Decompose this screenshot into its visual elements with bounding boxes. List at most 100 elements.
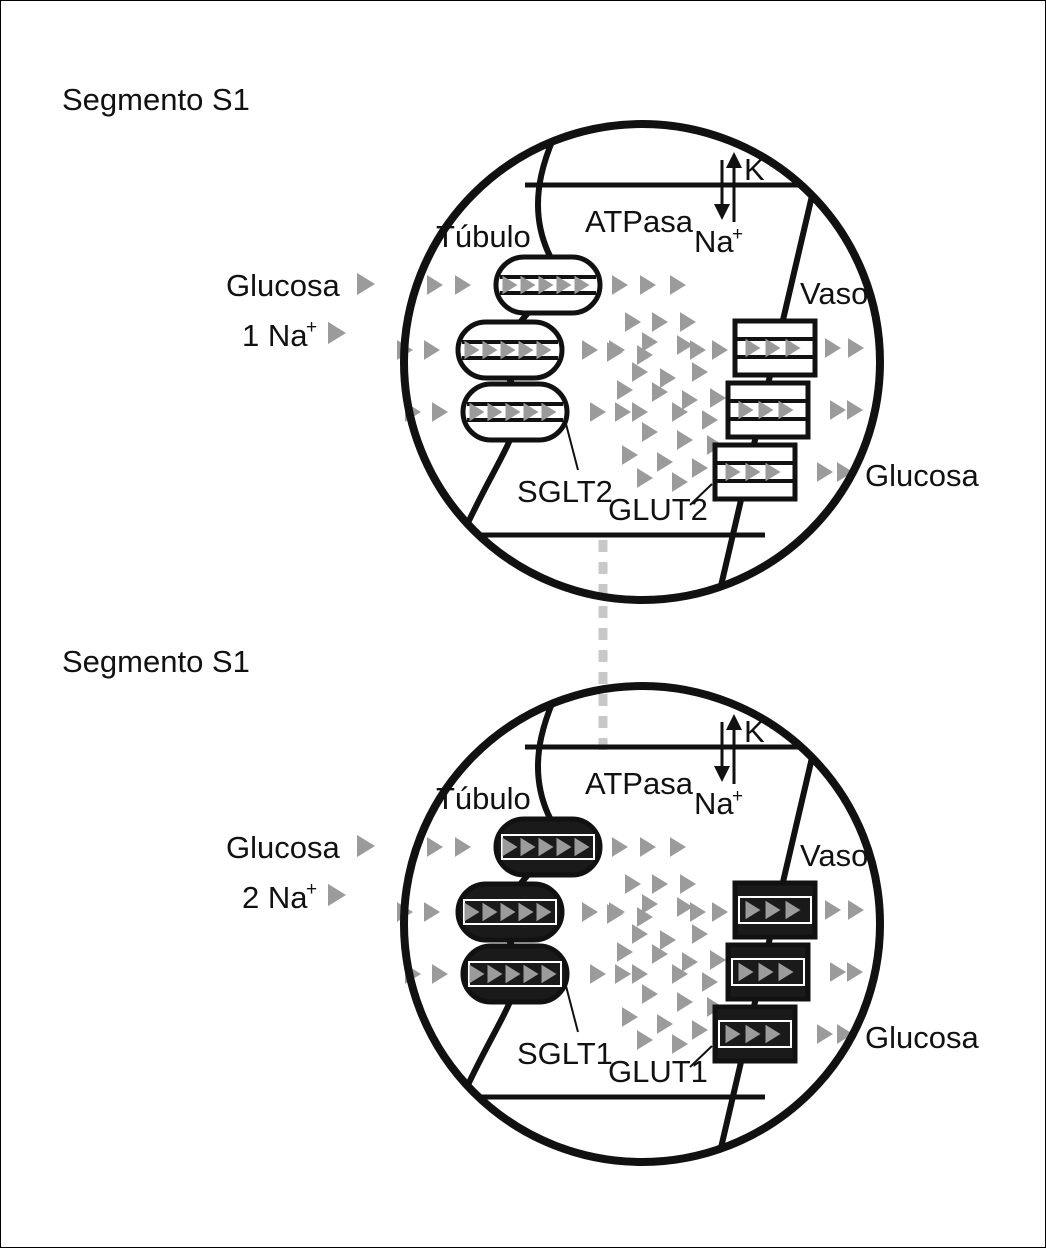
exit-arrow [847, 962, 863, 982]
atpasa-label: ATPasa [585, 204, 694, 239]
flow-arrow [590, 402, 606, 422]
cytoplasm-arrow [680, 312, 696, 332]
transport-arrow [520, 837, 536, 857]
glut-leader [689, 483, 713, 506]
cytoplasm-arrow [672, 402, 688, 422]
cytoplasm-arrow [637, 345, 653, 365]
atpasa-label: ATPasa [585, 766, 694, 801]
cytoplasm-arrow [617, 380, 633, 400]
cytoplasm-arrow [672, 1034, 688, 1054]
transport-arrow [505, 964, 521, 984]
cytoplasm-arrow [652, 944, 668, 964]
cytoplasm-arrow [692, 458, 708, 478]
sglt-leader [565, 985, 579, 1033]
transport-arrow [778, 400, 794, 420]
transport-arrow [520, 275, 536, 295]
cytoplasm-arrow [710, 388, 726, 408]
cytoplasm-arrow [625, 874, 641, 894]
transport-arrow [745, 900, 761, 920]
transport-arrow [464, 902, 480, 922]
transport-arrow [738, 400, 754, 420]
transport-arrow [541, 402, 557, 422]
cytoplasm-arrow [652, 312, 668, 332]
na-out-arrow [714, 204, 730, 220]
cytoplasm-arrow [710, 950, 726, 970]
flow-arrow [432, 964, 448, 984]
flow-arrow [640, 275, 656, 295]
sglt-label: SGLT2 [517, 474, 613, 509]
k-in-arrow [726, 152, 742, 168]
k-label: K [744, 714, 765, 749]
transport-arrow [518, 340, 534, 360]
sglt-leader [565, 423, 579, 471]
cytoplasm-arrow [632, 964, 648, 984]
glut-channel [718, 1020, 792, 1048]
glucosa-output-label: Glucosa [865, 1020, 979, 1055]
transport-arrow [538, 275, 554, 295]
flow-arrow [670, 275, 686, 295]
transport-arrow [738, 962, 754, 982]
vaso-label: Vaso [800, 276, 868, 311]
segment-title: Segmento S1 [62, 644, 250, 679]
flow-arrow [427, 837, 443, 857]
cytoplasm-arrow [677, 335, 693, 355]
transport-arrow [482, 340, 498, 360]
glut-label: GLUT1 [608, 1054, 708, 1089]
na-plus: + [732, 224, 743, 245]
transport-arrow [785, 338, 801, 358]
glut-leader [689, 1045, 713, 1068]
exit-arrow [817, 1024, 833, 1044]
k-in-arrow [726, 714, 742, 730]
transport-arrow [469, 402, 485, 422]
flow-arrow [612, 837, 628, 857]
cytoplasm-arrow [702, 410, 718, 430]
flow-arrow [609, 902, 625, 922]
flow-arrow [424, 340, 440, 360]
transport-arrow [745, 462, 761, 482]
cytoplasm-arrow [660, 930, 676, 950]
transport-arrow [541, 964, 557, 984]
cytoplasm-arrow [642, 984, 658, 1004]
panel-2: Segmento S1K+Na+ATPasaTúbuloVasoGlucosa2… [62, 644, 979, 1166]
glut-transporter [732, 880, 818, 940]
transport-arrow [502, 837, 518, 857]
cell-interior [457, 686, 821, 1153]
transport-arrow [765, 900, 781, 920]
sglt-transporter [455, 319, 565, 381]
glut-transporter [725, 380, 811, 440]
flow-arrow [670, 837, 686, 857]
cell-boundary [400, 682, 884, 1166]
glut-channel [731, 958, 805, 986]
na-input-label: 2 Na [242, 880, 308, 915]
cytoplasm-arrow [677, 992, 693, 1012]
flow-arrow [590, 964, 606, 984]
transport-arrow [574, 275, 590, 295]
transport-arrow [523, 402, 539, 422]
transport-arrow [482, 902, 498, 922]
flow-arrow [582, 902, 598, 922]
cytoplasm-arrow [632, 402, 648, 422]
cell-boundary [400, 120, 884, 604]
cytoplasm-arrow [677, 897, 693, 917]
flow-arrow [712, 340, 728, 360]
cytoplasm-arrow [642, 422, 658, 442]
sglt-transporter [493, 816, 603, 878]
glut-transporter [732, 318, 818, 378]
na-input-arrow [328, 321, 346, 345]
na-plus: + [732, 786, 743, 807]
transport-arrow [765, 462, 781, 482]
na-input-plus: + [306, 317, 317, 338]
transport-arrow [518, 902, 534, 922]
na-input-label: 1 Na [242, 318, 308, 353]
transport-arrow [556, 837, 572, 857]
glucosa-input-arrow [357, 272, 375, 296]
na-label: Na [694, 786, 734, 821]
sglt-channel [468, 961, 562, 987]
sglt-transporter [460, 943, 570, 1005]
flow-arrow [455, 275, 471, 295]
glut-label: GLUT2 [608, 492, 708, 527]
cytoplasm-arrow [672, 964, 688, 984]
na-out-arrow [714, 766, 730, 782]
transport-arrow [745, 338, 761, 358]
